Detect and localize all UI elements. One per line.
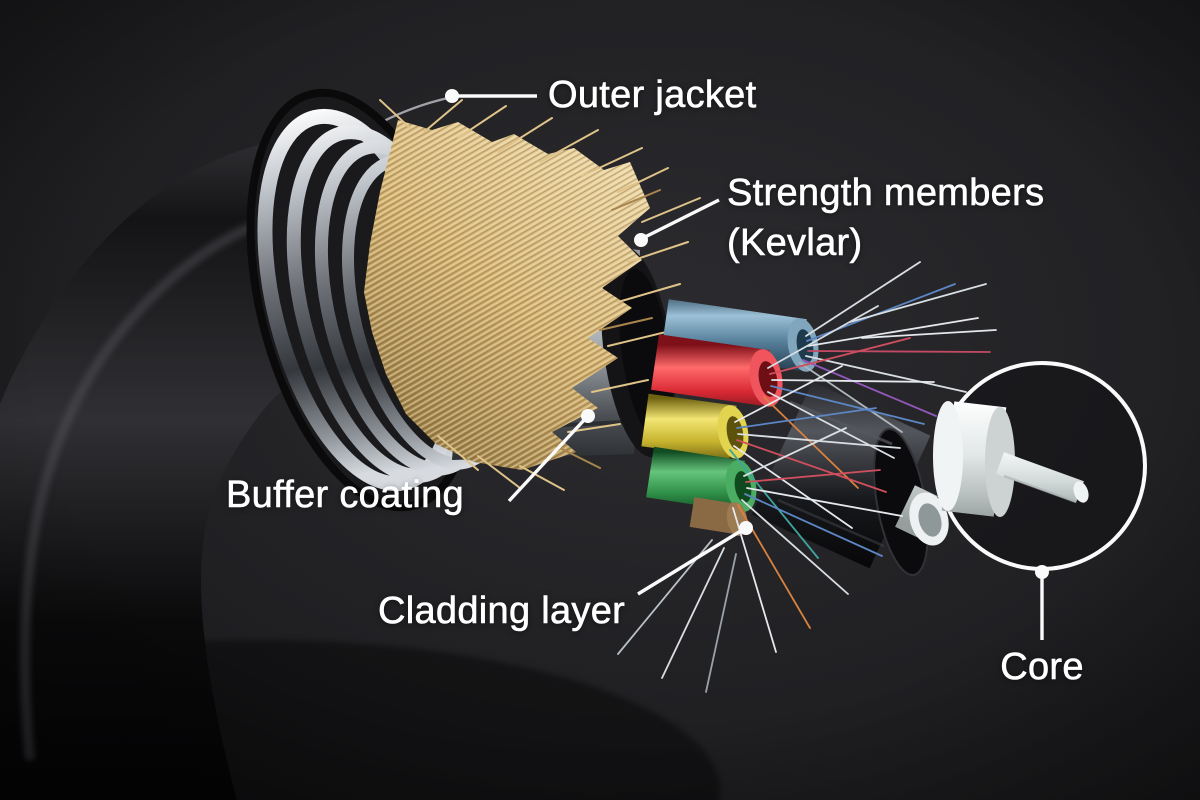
leader-strength-members <box>634 198 720 247</box>
leader-lines <box>445 89 1049 640</box>
label-buffer-coating: Buffer coating <box>226 474 464 517</box>
leader-core <box>1035 565 1049 640</box>
core-magnifier <box>933 361 1147 571</box>
label-core: Core <box>1000 646 1084 689</box>
leader-outer-jacket <box>445 89 537 103</box>
label-cladding-layer: Cladding layer <box>378 590 626 633</box>
label-outer-jacket: Outer jacket <box>548 74 757 117</box>
leader-buffer-coating <box>507 409 595 503</box>
label-strength-members-line2: (Kevlar) <box>727 222 863 265</box>
label-strength-members-line1: Strength members <box>727 172 1045 215</box>
leader-cladding-layer <box>637 521 753 596</box>
label-strength-members: Strength members (Kevlar) <box>727 168 1045 268</box>
